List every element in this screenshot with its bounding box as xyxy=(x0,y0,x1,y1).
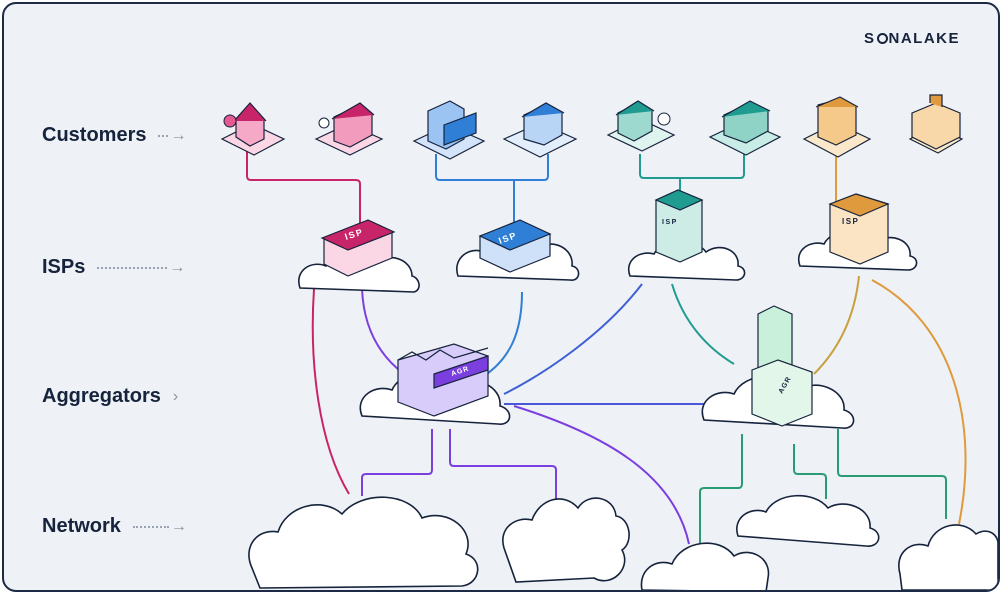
network-cloud-4 xyxy=(736,494,880,547)
isp-building-blue: ISP xyxy=(478,219,552,273)
logo-ring-icon xyxy=(876,33,888,44)
link-agr2-network-2 xyxy=(793,444,827,499)
link-teal-customers xyxy=(639,154,745,199)
arrow-icon: → xyxy=(169,258,186,276)
customer-house-blue-1 xyxy=(412,100,486,160)
isp-label: ISP xyxy=(662,219,678,226)
customer-house-orange-1 xyxy=(802,96,872,158)
link-agr2-network-3 xyxy=(837,429,947,519)
link-pink-customers xyxy=(246,144,361,234)
link-orange-isp-network xyxy=(871,279,967,525)
aggregator-building-left: AGR xyxy=(397,343,489,417)
network-cloud-5 xyxy=(898,524,998,590)
isp-building-pink: ISP xyxy=(320,219,396,277)
row-label-isps: ISPs → xyxy=(42,256,186,278)
network-cloud-3 xyxy=(640,542,770,590)
row-label-network: Network → xyxy=(42,515,187,537)
link-agr-network-1 xyxy=(361,429,433,496)
customer-house-orange-2 xyxy=(908,94,964,154)
link-teal-isp-agr-right xyxy=(671,283,735,365)
link-orange-isp-agr xyxy=(813,275,860,375)
customer-house-blue-2 xyxy=(502,102,578,158)
dotted-leader xyxy=(97,266,168,269)
link-agr2-network-1 xyxy=(699,434,743,549)
link-pink-isp-network xyxy=(311,288,350,495)
network-diagram: ISP ISP ISP ISP xyxy=(220,94,998,590)
link-agr-network-2 xyxy=(449,429,557,509)
customer-house-pink-2 xyxy=(314,102,384,156)
isp-label: ISP xyxy=(842,217,859,226)
isp-building-teal: ISP xyxy=(654,189,704,263)
customer-house-teal-2 xyxy=(708,100,782,156)
customer-house-teal-1 xyxy=(606,100,676,152)
dotted-leader xyxy=(132,525,169,528)
link-blue-customers xyxy=(435,154,549,224)
network-cloud-1 xyxy=(248,496,479,589)
chevron-right-icon: › xyxy=(172,387,179,405)
link-teal-isp-agr-left xyxy=(503,283,643,395)
row-label-customers: Customers → xyxy=(42,124,187,146)
arrow-icon: → xyxy=(170,517,187,535)
aggregator-building-right: AGR xyxy=(751,305,813,427)
network-cloud-2 xyxy=(502,497,630,583)
customer-house-pink-1 xyxy=(220,102,286,156)
link-agr-network-3 xyxy=(513,405,690,545)
row-label-aggregators: Aggregators › xyxy=(42,385,179,407)
link-blue-isp-agr xyxy=(483,291,523,377)
arrow-icon: → xyxy=(170,126,187,144)
dotted-leader xyxy=(158,134,169,137)
isp-building-orange: ISP xyxy=(828,193,890,265)
